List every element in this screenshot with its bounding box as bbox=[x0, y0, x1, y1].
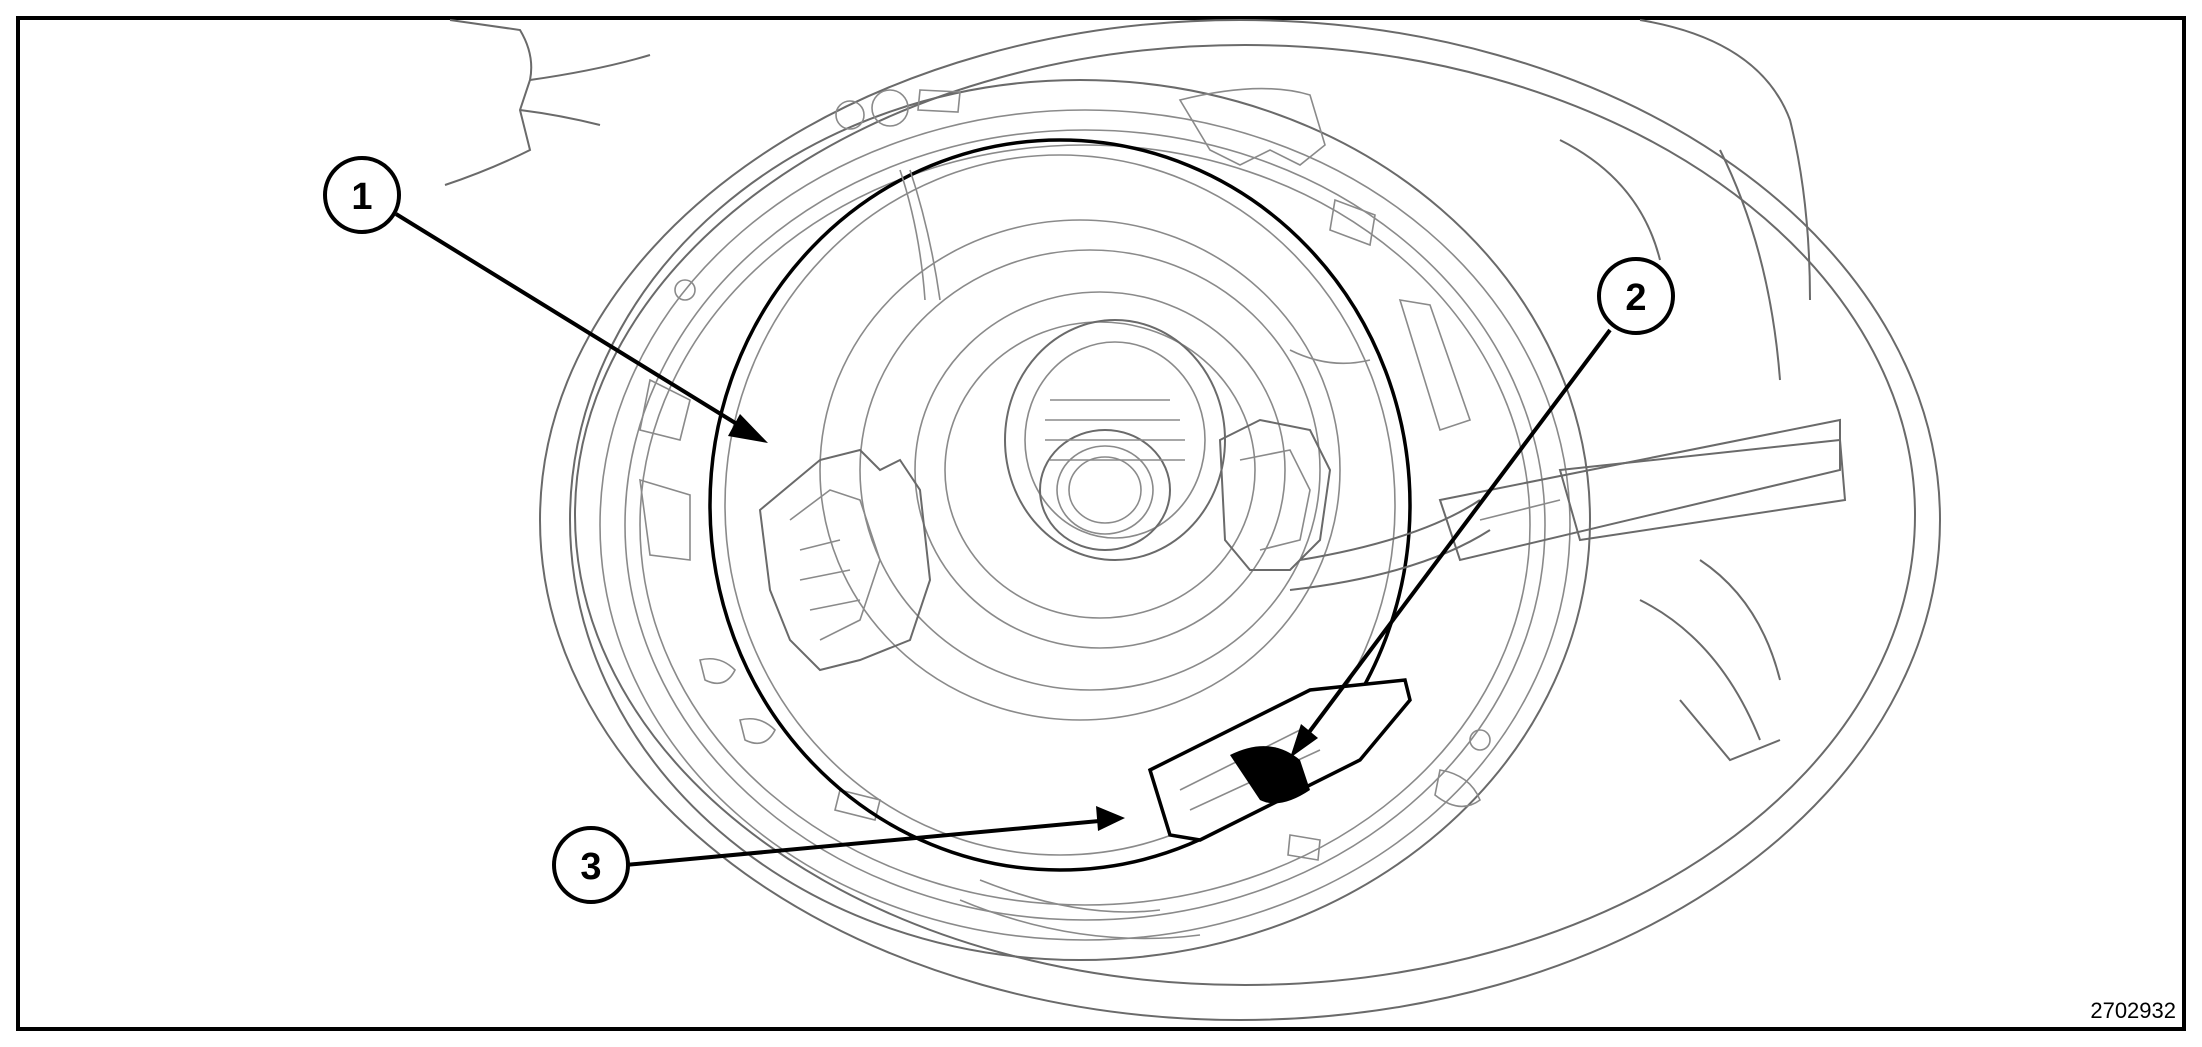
left-connector bbox=[758, 448, 932, 672]
callout-2-label: 2 bbox=[1625, 277, 1646, 319]
steering-wheel-rim bbox=[539, 19, 1941, 1021]
locking-tab bbox=[1147, 678, 1412, 842]
wire-harness bbox=[1289, 499, 1491, 591]
callout-2: 2 bbox=[1597, 257, 1675, 335]
clockspring-hub bbox=[1004, 319, 1226, 561]
callout-3: 3 bbox=[552, 826, 630, 904]
callout-1-label: 1 bbox=[351, 176, 372, 218]
callout-1: 1 bbox=[323, 156, 401, 234]
steering-column-shroud bbox=[444, 19, 1811, 762]
clockspring bbox=[708, 138, 1491, 872]
leader-lines bbox=[394, 212, 1612, 867]
callout-3-label: 3 bbox=[580, 846, 601, 888]
right-connector bbox=[1218, 418, 1332, 571]
figure-id: 2702932 bbox=[2090, 998, 2176, 1023]
airbag-module-housing bbox=[569, 79, 1591, 961]
